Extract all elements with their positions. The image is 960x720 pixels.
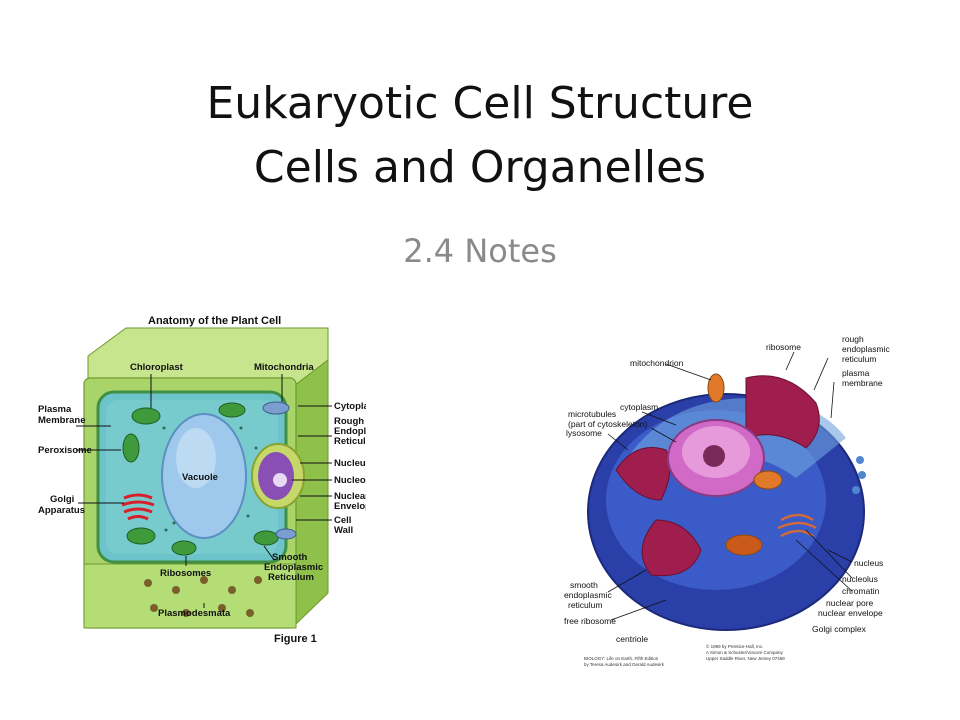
label-lysosome: lysosome	[566, 428, 602, 438]
title-line-2: Cells and Organelles	[253, 142, 707, 193]
label-mitochondria: Mitochondria	[254, 362, 314, 373]
label-smooth-1: Smooth	[272, 552, 308, 563]
label-smooth-1: smooth	[570, 580, 598, 590]
label-nucleus: nucleus	[854, 558, 883, 568]
label-nucleolus: nucleolus	[842, 574, 878, 584]
plant-cell-figure: Anatomy of the Plant Cell	[36, 308, 366, 653]
label-rough-2: endoplasmic	[842, 344, 890, 354]
label-nuclear-1: Nuclear	[334, 491, 366, 502]
label-rough-1: rough	[842, 334, 864, 344]
label-nucleus: Nucleus	[334, 458, 366, 469]
label-peroxisome: Peroxisome	[38, 445, 92, 456]
label-smooth-2: Endoplasmic	[264, 562, 323, 573]
label-plasma-1: plasma	[842, 368, 870, 378]
label-cellwall-2: Wall	[334, 525, 353, 536]
figure-label: Figure 1	[274, 633, 317, 645]
credit-right-3: Upper Saddle River, New Jersey 07458	[706, 656, 785, 661]
label-micro-2: (part of cytoskeleton)	[568, 419, 648, 429]
animal-cell-figure: ribosome rough endoplasmic reticulum pla…	[556, 330, 896, 675]
label-micro-1: microtubules	[568, 409, 616, 419]
label-plasma-2: membrane	[842, 378, 883, 388]
credit-right-1: © 1999 by Prentice-Hall, Inc.	[706, 643, 763, 649]
label-smooth-3: reticulum	[568, 600, 602, 610]
label-ribosome: ribosome	[766, 342, 801, 352]
label-cellwall-1: Cell	[334, 515, 351, 526]
label-vacuole: Vacuole	[182, 472, 218, 483]
plant-cell-illustration	[83, 327, 329, 629]
plant-cell-heading: Anatomy of the Plant Cell	[148, 315, 281, 327]
label-mitochondrion: mitochondrion	[630, 358, 684, 368]
label-cytoplasm: cytoplasm	[620, 402, 658, 412]
label-rough-1: Rough	[334, 416, 364, 427]
label-cytoplasm: Cytoplasm	[334, 401, 366, 412]
label-golgi-2: Apparatus	[38, 505, 85, 516]
label-ribosomes: Ribosomes	[160, 568, 211, 579]
label-rough-2: Endoplasmic	[334, 426, 366, 437]
label-golgi-1: Golgi	[50, 494, 74, 505]
animal-cell-illustration	[587, 373, 866, 631]
label-chloroplast: Chloroplast	[130, 362, 184, 373]
label-nuclear-pore: nuclear pore	[826, 598, 874, 608]
label-plasma-2: Membrane	[38, 415, 86, 426]
label-smooth-3: Reticulum	[268, 572, 314, 583]
label-plasmodesmata: Plasmodesmata	[158, 608, 231, 619]
title-line-1: Eukaryotic Cell Structure	[206, 78, 754, 129]
label-smooth-2: endoplasmic	[564, 590, 612, 600]
label-chromatin: chromatin	[842, 586, 880, 596]
label-nuclear-2: Envelope	[334, 501, 366, 512]
label-rough-3: reticulum	[842, 354, 876, 364]
label-free-ribosome: free ribosome	[564, 616, 616, 626]
label-golgi: Golgi complex	[812, 624, 867, 634]
credit-left-2: by Teresa Audesirk and Gerald Audesirk	[584, 662, 665, 667]
slide-subtitle: 2.4 Notes	[403, 232, 557, 270]
label-plasma-1: Plasma	[38, 404, 72, 415]
label-centriole: centriole	[616, 634, 648, 644]
label-nucleolus: Nucleolus	[334, 475, 366, 486]
label-rough-3: Reticulum	[334, 436, 366, 447]
label-nuclear-envelope: nuclear envelope	[818, 608, 883, 618]
credit-left-1: BIOLOGY: Life on Earth, Fifth Edition	[584, 656, 659, 661]
slide-title: Eukaryotic Cell Structure Cells and Orga…	[0, 72, 960, 200]
credit-right-2: A Simon & Schuster/Viacom Company	[706, 650, 783, 655]
